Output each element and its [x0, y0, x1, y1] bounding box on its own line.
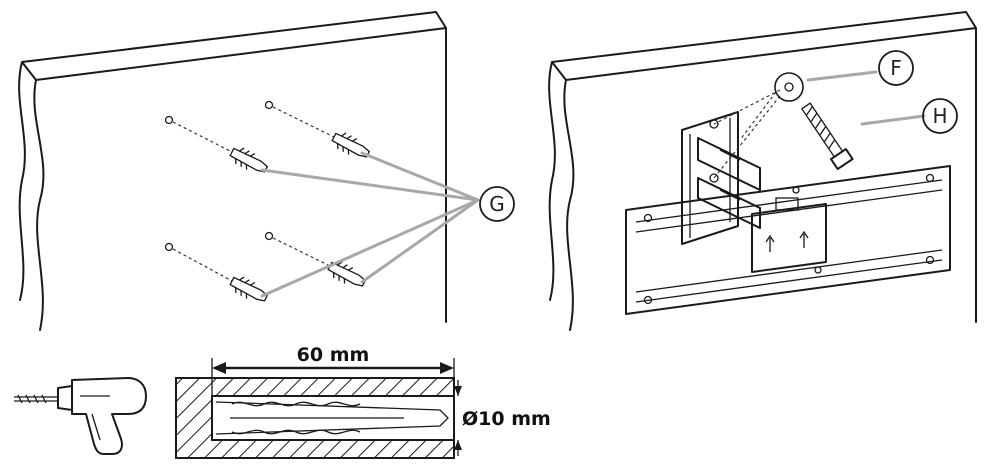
wall-plug-3 — [229, 276, 269, 302]
left-wall-outline — [18, 11, 447, 331]
depth-dimension: 60 mm — [211, 344, 455, 396]
swivel-arms — [697, 137, 761, 229]
diameter-dimension-label: Ø10 mm — [462, 408, 551, 430]
tv-rail-plate — [625, 165, 951, 315]
left-wall-panel: G — [18, 11, 515, 331]
callout-g-leaders — [260, 151, 480, 298]
callout-h-leader — [860, 114, 926, 126]
depth-dimension-label: 60 mm — [297, 344, 370, 366]
wall-plug-4 — [327, 261, 367, 287]
callout-f-leader — [806, 70, 878, 82]
wall-plug-2 — [331, 132, 371, 158]
diameter-dimension: Ø10 mm — [454, 380, 551, 456]
callout-f-label: F — [890, 56, 902, 80]
lag-bolt — [800, 102, 854, 171]
wall-plug-1 — [229, 147, 269, 173]
drill-illustration — [14, 377, 147, 455]
washer — [774, 72, 804, 102]
washer-guides — [713, 89, 781, 179]
callout-h: H — [922, 98, 958, 134]
callout-h-label: H — [932, 104, 947, 128]
anchor-guides — [172, 106, 335, 282]
drill-body — [57, 377, 147, 455]
callout-f: F — [878, 50, 914, 86]
drill-holes — [164, 100, 274, 252]
right-wall-panel: F H — [548, 11, 977, 331]
right-wall-outline — [548, 11, 977, 331]
drill-bit — [14, 394, 58, 404]
drilling-section: 60 mm Ø10 mm — [175, 344, 551, 459]
callout-g: G — [479, 186, 515, 222]
wall-plate — [681, 111, 739, 245]
plug-in-hole — [215, 401, 449, 435]
callout-g-label: G — [489, 192, 505, 216]
